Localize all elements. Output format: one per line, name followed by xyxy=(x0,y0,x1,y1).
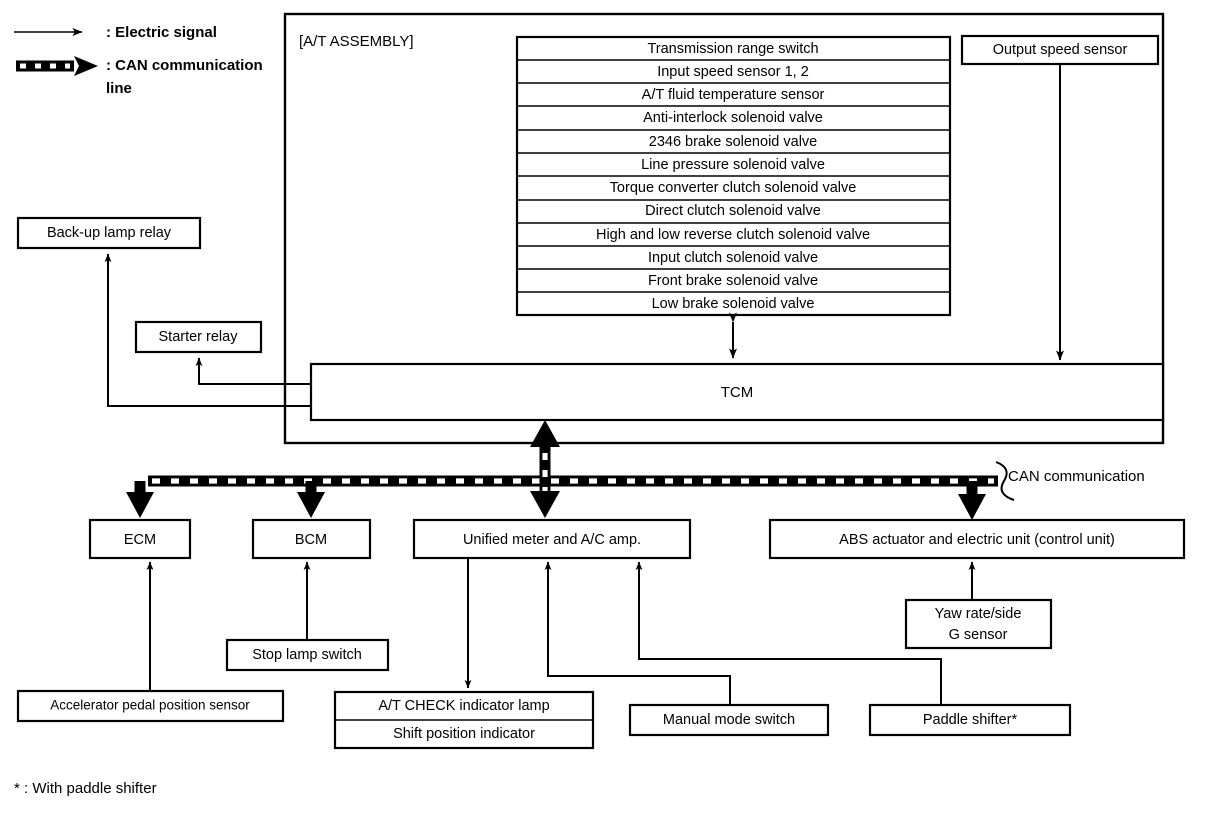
component-list-item-9: Input clutch solenoid valve xyxy=(648,250,818,266)
box-ecm xyxy=(88,518,192,560)
legend-can-line-symbol xyxy=(16,56,98,76)
box-abs-unit xyxy=(768,518,1186,560)
label-output-speed-sensor: Output speed sensor xyxy=(993,42,1128,58)
component-list-item-6: Torque converter clutch solenoid valve xyxy=(610,180,857,196)
component-list-item-8: High and low reverse clutch solenoid val… xyxy=(596,227,870,243)
label-accelerator-pedal-position-sensor: Accelerator pedal position sensor xyxy=(50,698,250,713)
label-bcm: BCM xyxy=(295,532,327,548)
box-starter-relay xyxy=(134,320,263,354)
box-accelerator-pedal-position-sensor xyxy=(16,689,285,723)
component-list-item-1: Input speed sensor 1, 2 xyxy=(657,64,809,80)
component-list-item-11: Low brake solenoid valve xyxy=(652,296,815,312)
box-yaw-rate-side-g-sensor xyxy=(904,598,1053,650)
label-abs-unit: ABS actuator and electric unit (control … xyxy=(839,532,1115,548)
link-manual-mode-switch-to-unified-meter xyxy=(544,561,731,705)
at-assembly-label: [A/T ASSEMBLY] xyxy=(299,33,414,50)
link-paddle-shifter-to-unified-meter xyxy=(635,561,942,705)
label-yaw-rate-sensor-line2: G sensor xyxy=(949,627,1008,643)
label-backup-lamp-relay: Back-up lamp relay xyxy=(47,225,172,241)
component-list-item-2: A/T fluid temperature sensor xyxy=(642,87,825,103)
footnote-paddle-shifter: * : With paddle shifter xyxy=(14,780,157,797)
component-list-item-10: Front brake solenoid valve xyxy=(648,273,818,289)
link-tcm-to-starter-relay xyxy=(195,357,311,385)
box-unified-meter xyxy=(412,518,692,560)
label-paddle-shifter: Paddle shifter* xyxy=(923,712,1018,728)
legend-can-line-label-2: line xyxy=(106,80,132,97)
box-backup-lamp-relay xyxy=(16,216,202,250)
legend-electric-signal-label: : Electric signal xyxy=(106,24,217,41)
label-tcm: TCM xyxy=(721,384,754,401)
component-list-item-7: Direct clutch solenoid valve xyxy=(645,203,821,219)
label-manual-mode-switch: Manual mode switch xyxy=(663,712,795,728)
box-paddle-shifter xyxy=(868,703,1072,737)
at-assembly-enclosure xyxy=(283,12,1165,445)
component-list-item-4: 2346 brake solenoid valve xyxy=(649,134,817,150)
link-tcm-to-backup-lamp-relay xyxy=(104,253,311,407)
label-starter-relay: Starter relay xyxy=(159,329,239,345)
component-list-item-3: Anti-interlock solenoid valve xyxy=(643,110,823,126)
label-ecm: ECM xyxy=(124,532,156,548)
can-drop-abs xyxy=(958,481,986,520)
component-list-table xyxy=(515,35,952,317)
can-drop-bcm xyxy=(297,481,325,518)
box-at-check-indicator-group xyxy=(333,690,595,750)
box-tcm xyxy=(309,362,1165,422)
can-bus-break-squiggle xyxy=(995,461,1015,501)
box-output-speed-sensor xyxy=(960,34,1160,66)
component-list-item-0: Transmission range switch xyxy=(647,41,818,57)
box-manual-mode-switch xyxy=(628,703,830,737)
can-trunk-tcm xyxy=(530,420,560,518)
legend-can-line-label-1: : CAN communication xyxy=(106,57,263,74)
component-list-item-5: Line pressure solenoid valve xyxy=(641,157,825,173)
label-shift-position-indicator: Shift position indicator xyxy=(393,726,535,742)
label-yaw-rate-sensor-line1: Yaw rate/side xyxy=(935,606,1022,622)
label-can-communication: CAN communication xyxy=(1008,468,1145,485)
can-drop-ecm xyxy=(126,481,154,518)
box-bcm xyxy=(251,518,372,560)
label-stop-lamp-switch: Stop lamp switch xyxy=(252,647,362,663)
label-unified-meter: Unified meter and A/C amp. xyxy=(463,532,641,548)
label-at-check-indicator: A/T CHECK indicator lamp xyxy=(378,698,549,714)
box-stop-lamp-switch xyxy=(225,638,390,672)
